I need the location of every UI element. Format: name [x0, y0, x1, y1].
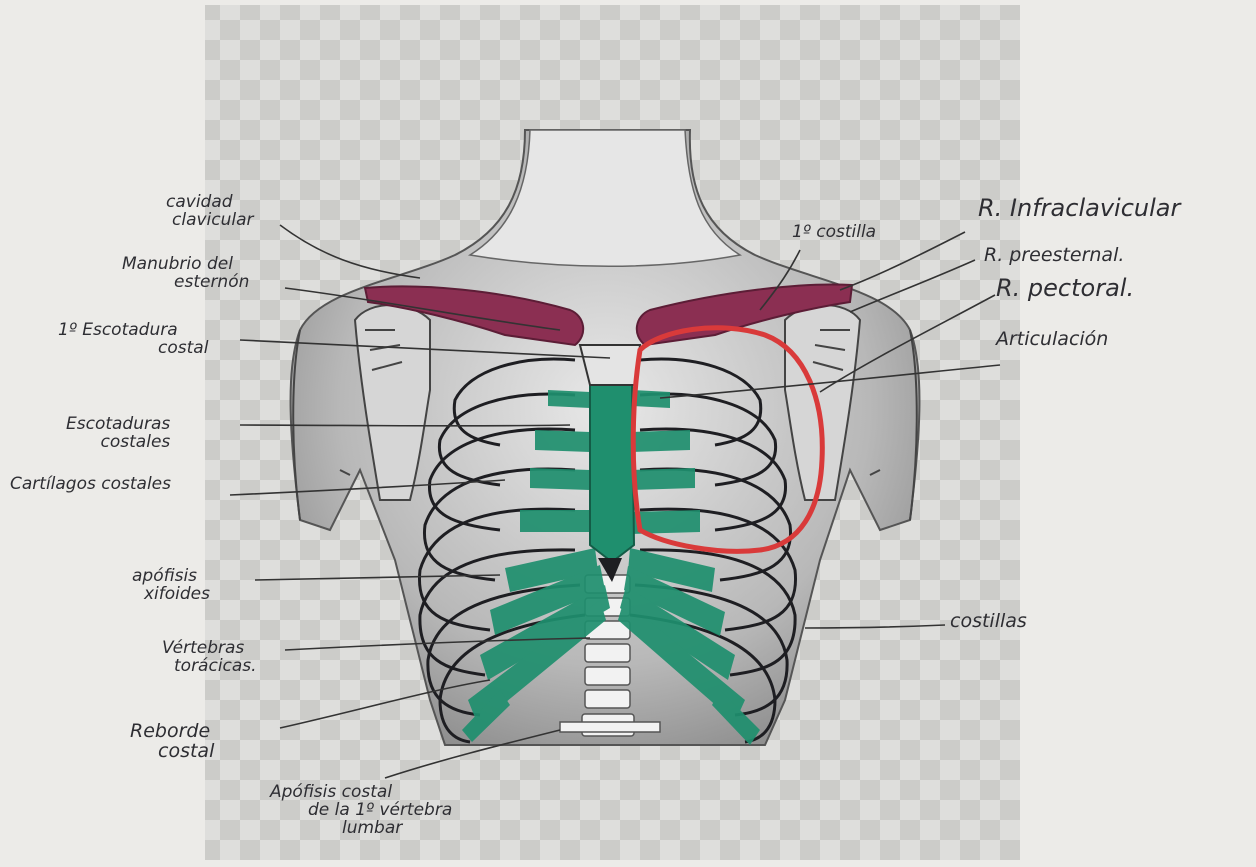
- label-line: Cartílagos costales: [10, 474, 171, 494]
- sternum: [590, 385, 634, 562]
- label-line: R. Infraclavicular: [978, 194, 1180, 222]
- label-manubrio: Manubrio del esternón: [122, 256, 249, 292]
- label-line: costales: [66, 434, 170, 452]
- label-reborde-costal: Reborde costal: [130, 722, 214, 762]
- label-cavidad-clavicular: cavidad clavicular: [160, 194, 254, 230]
- label-line: R. pectoral.: [996, 274, 1134, 302]
- label-region-infraclavicular: R. Infraclavicular: [978, 196, 1180, 221]
- label-line: lumbar: [270, 820, 452, 838]
- label-line: costillas: [950, 610, 1027, 632]
- label-line: costal: [58, 340, 208, 358]
- label-region-pectoral: R. pectoral.: [996, 276, 1134, 301]
- label-line: costal: [130, 742, 214, 762]
- label-primera-costilla: 1º costilla: [792, 224, 876, 242]
- label-apofisis-xifoides: apófisis xifoides: [132, 568, 210, 604]
- label-line: R. preesternal.: [984, 244, 1124, 266]
- label-cartilagos-costales: Cartílagos costales: [10, 476, 171, 494]
- label-vertebras-toracicas: Vértebras torácicas.: [162, 640, 257, 676]
- label-apofisis-costal-lumbar: Apófisis costal de la 1º vértebra lumbar: [270, 784, 452, 838]
- label-line: de la 1º vértebra: [270, 802, 452, 820]
- label-articulacion: Articulación: [996, 330, 1108, 350]
- label-line: Articulación: [996, 328, 1108, 350]
- label-escotaduras-costales: Escotaduras costales: [66, 416, 170, 452]
- label-line: clavicular: [160, 212, 254, 230]
- label-line: Reborde: [130, 722, 214, 742]
- label-line: xifoides: [132, 586, 210, 604]
- manubrium: [580, 345, 640, 385]
- label-escotadura-costal-1: 1º Escotadura costal: [58, 322, 208, 358]
- label-region-preesternal: R. preesternal.: [984, 246, 1124, 266]
- label-costillas: costillas: [950, 612, 1027, 632]
- label-line: 1º costilla: [792, 222, 876, 242]
- label-line: torácicas.: [162, 658, 257, 676]
- label-line: esternón: [122, 274, 249, 292]
